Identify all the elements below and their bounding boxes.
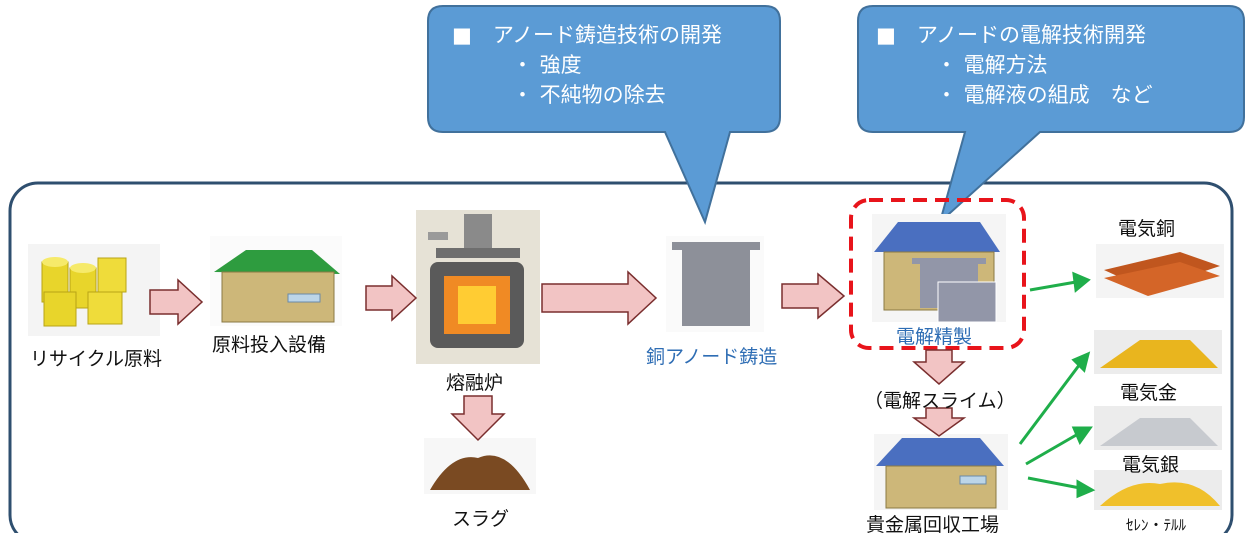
silver-image (1094, 406, 1222, 450)
label-electrorefining: 電解精製 (896, 326, 973, 348)
copper-anode-image (666, 236, 764, 332)
gold-image (1094, 330, 1222, 374)
smelting-furnace-image (416, 210, 540, 364)
arrow-furnace-to-anode (541, 270, 658, 326)
callout-electrolysis-bubble (857, 5, 1245, 226)
arrow-to-se-te (1027, 476, 1081, 490)
label-gold: 電気金 (1120, 382, 1178, 404)
label-precious-metal-plant: 貴金属回収工場 (866, 514, 1000, 536)
arrow-to-copper (1029, 280, 1077, 292)
product-arrows (1018, 271, 1096, 499)
callout-electrolysis-heading: ■ アノードの電解技術開発 (876, 23, 1146, 47)
label-silver: 電気銀 (1122, 454, 1180, 476)
process-frame (8, 181, 1234, 533)
callout-casting-item-1: ・ 強度 (512, 53, 582, 77)
callout-casting-text: ■ アノード鋳造技術の開発 ・ 強度 ・ 不純物の除去 (452, 20, 722, 110)
callout-casting-heading: ■ アノード鋳造技術の開発 (452, 23, 722, 47)
callout-electrolysis-item-2: ・ 電解液の組成 など (936, 83, 1153, 107)
process-arrows (149, 270, 967, 442)
label-anode-casting: 銅アノード鋳造 (646, 346, 778, 368)
feeding-facility-image (210, 236, 342, 326)
arrow-to-gold (1018, 363, 1082, 445)
callout-electrolysis-text: ■ アノードの電解技術開発 ・ 電解方法 ・ 電解液の組成 など (876, 20, 1153, 110)
arrow-furnace-to-slag (450, 395, 506, 442)
label-slag: スラグ (452, 508, 510, 530)
callout-casting-bubble (427, 5, 781, 225)
slag-image (424, 438, 536, 494)
electrorefining-image (872, 214, 1006, 323)
label-se-te: ｾﾚﾝ・ﾃﾙﾙ (1126, 516, 1187, 534)
arrow-electro-to-slime (912, 349, 966, 385)
arrow-slime-to-plant (911, 407, 967, 437)
copper-cathode-image (1096, 244, 1224, 298)
precious-metal-plant-image (874, 434, 1008, 510)
arrow-feed-to-furnace (365, 274, 418, 322)
arrow-anode-to-electro (781, 272, 846, 320)
callout-casting-item-2: ・ 不純物の除去 (512, 83, 666, 107)
label-raw-material: リサイクル原料 (30, 348, 163, 370)
raw-material-image (28, 244, 160, 336)
arrow-to-silver (1025, 432, 1079, 466)
label-slime: （電解スライム） (864, 390, 1016, 412)
arrow-raw-to-feed (149, 278, 204, 326)
label-smelting-furnace: 熔融炉 (446, 372, 504, 394)
callout-electrolysis-item-1: ・ 電解方法 (936, 53, 1048, 77)
label-feeding-facility: 原料投入設備 (212, 334, 327, 356)
electrorefining-highlight (849, 198, 1026, 350)
se-te-image (1094, 470, 1222, 510)
label-copper: 電気銅 (1118, 218, 1176, 240)
